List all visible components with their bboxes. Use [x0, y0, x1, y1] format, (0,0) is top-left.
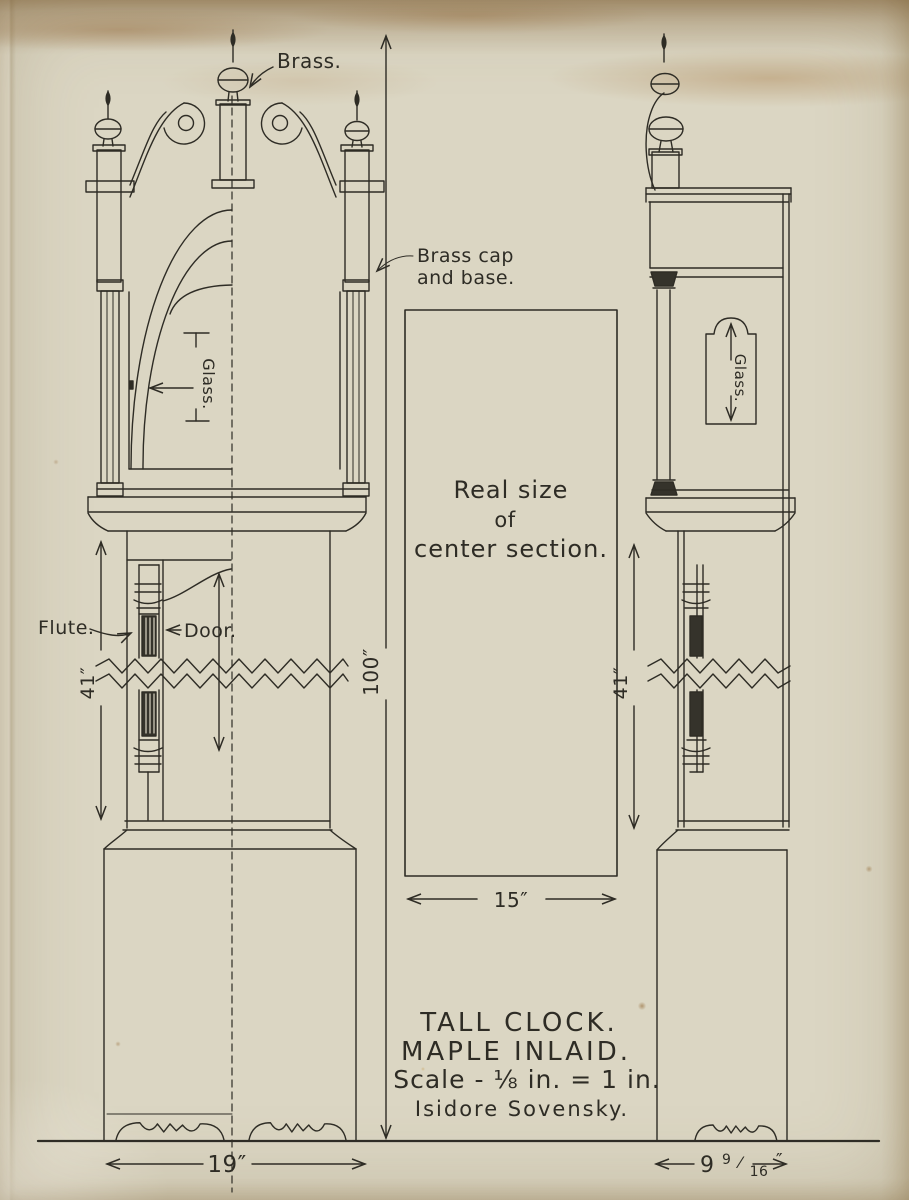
- center-section-panel: [404, 309, 618, 905]
- center-panel-label-line1: Real size: [454, 476, 569, 504]
- break-line: [647, 658, 791, 674]
- arch-inner: [142, 240, 233, 470]
- front-cornice: [87, 488, 370, 532]
- scroll-profile: [645, 92, 665, 191]
- front-base: [103, 820, 357, 1140]
- fluted-colonnette: [133, 564, 163, 821]
- brass-cap-label-line1: Brass cap: [417, 245, 514, 267]
- brass-label: Brass.: [277, 49, 341, 73]
- arch-outer: [130, 209, 233, 470]
- hood-arched-glass-door: [128, 209, 341, 470]
- title-scale-line: Scale - ⅛ in. = 1 in.: [393, 1065, 661, 1094]
- door-label: Door.: [184, 620, 237, 642]
- break-line: [95, 673, 349, 689]
- depth-unit: ″: [776, 1150, 783, 1171]
- flute-label: Flute.: [38, 617, 94, 639]
- finial-center: [217, 29, 249, 102]
- apron-scallop: [695, 1125, 777, 1140]
- brass-cap-label-line2: and base.: [417, 267, 515, 289]
- door-top-curve: [162, 568, 232, 602]
- dial-arch: [169, 284, 233, 315]
- center-section-rect: [404, 309, 618, 877]
- front-pediment: [85, 99, 385, 283]
- center-panel-label-line3: center section.: [414, 535, 608, 563]
- dimension-waist-side-label: 41″: [610, 667, 632, 700]
- center-panel-label-line2: of: [494, 508, 515, 532]
- artist-name: Isidore Sovensky.: [415, 1097, 629, 1121]
- swan-neck-right: [281, 102, 337, 198]
- side-base: [656, 820, 790, 1141]
- side-glass-panel: [705, 317, 757, 425]
- front-elevation: [85, 29, 385, 1170]
- brass-leader: [248, 66, 274, 89]
- dimension-case-depth-label: 9 9 ⁄ 16 ″: [700, 1145, 783, 1182]
- break-line: [647, 673, 791, 689]
- hood-column-right: [342, 279, 370, 497]
- side-colonnette: [681, 564, 711, 773]
- glass-hood-label: Glass.: [199, 358, 218, 409]
- finial-left: [94, 90, 122, 147]
- side-hood: [645, 187, 792, 828]
- side-elevation: [628, 33, 796, 1170]
- title-line1: TALL CLOCK.: [419, 1008, 618, 1038]
- dimension-overall-height-label: 100″: [359, 648, 383, 696]
- side-pediment-finials: [645, 33, 684, 191]
- break-line: [95, 658, 349, 674]
- dimension-case-width-label: 19″: [207, 1152, 246, 1178]
- side-cornice: [645, 489, 796, 532]
- depth-numerator: 9: [722, 1152, 731, 1168]
- hood-column-left: [96, 279, 124, 497]
- swan-neck-left: [129, 102, 185, 198]
- side-waist: [647, 530, 791, 828]
- title-line2: MAPLE INLAID.: [401, 1037, 631, 1067]
- brass-cap-leader: [375, 255, 414, 273]
- finial-right: [344, 90, 370, 148]
- flute-leader: [89, 628, 133, 644]
- apron-scallop: [116, 1123, 224, 1140]
- depth-slash: ⁄: [736, 1153, 745, 1172]
- dimension-center-width-label: 15″: [494, 888, 528, 912]
- front-waist: [95, 530, 349, 829]
- depth-whole: 9: [700, 1153, 715, 1178]
- glass-side-label: Glass.: [731, 354, 749, 402]
- apron-scallop: [249, 1123, 346, 1140]
- dimension-waist-front-label: 41″: [77, 667, 99, 700]
- depth-denominator: 16: [750, 1164, 769, 1180]
